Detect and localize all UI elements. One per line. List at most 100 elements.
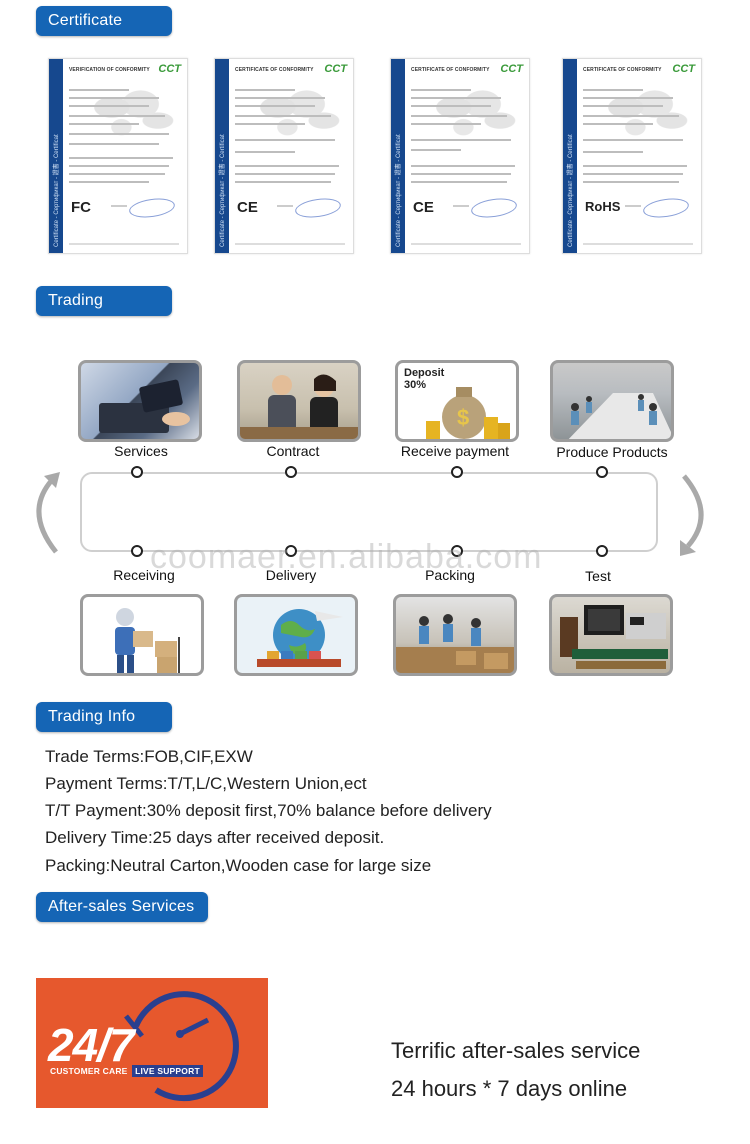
cert-text-line: [69, 97, 159, 99]
cert-strip-text: Certificate - Сертификат - 證書 - Certific…: [396, 134, 402, 247]
services-photo[interactable]: [78, 360, 202, 442]
step-label-receive-payment: Receive payment: [400, 443, 510, 459]
flow-node: [131, 545, 143, 557]
cct-logo: CCT: [324, 63, 347, 75]
certificate-section-tab: Certificate: [36, 6, 172, 36]
banner-247-text: 24/7: [48, 1019, 135, 1071]
cert-text-line: [235, 89, 295, 91]
step-label-test: Test: [585, 568, 611, 584]
trading-info-section-tab: Trading Info: [36, 702, 172, 732]
production-line-photo[interactable]: [550, 360, 674, 442]
after-sales-section-tab: After-sales Services: [36, 892, 208, 922]
cert-text-line: [69, 157, 173, 159]
clock-arc-icon: [124, 991, 239, 1102]
cert-text-line: [411, 115, 507, 117]
packing-photo[interactable]: [393, 594, 517, 676]
deposit-text: Deposit: [404, 367, 445, 379]
store-watermark: coomaer.en.alibaba.com: [150, 538, 543, 576]
signature-stamp: [127, 195, 177, 221]
world-map-watermark: [249, 81, 345, 147]
packing-line: Packing:Neutral Carton,Wooden case for l…: [45, 856, 432, 875]
delivery-man-illustration: [115, 608, 180, 673]
step-label-receiving: Receiving: [113, 567, 175, 583]
cert-text-line: [69, 173, 165, 175]
flow-node: [131, 466, 143, 478]
signature-stamp: [469, 195, 519, 221]
cct-logo: CCT: [500, 63, 523, 75]
cert-text-line: [235, 123, 305, 125]
cert-strip-text: Certificate - Сертификат - 證書 - Certific…: [568, 134, 574, 247]
cert-text-line: [235, 139, 335, 141]
fcc-certificate-image[interactable]: Certificate - Сертификат - 證書 - Certific…: [48, 58, 188, 254]
laptop-hands-illustration: [99, 379, 190, 433]
cert-text-line: [235, 165, 339, 167]
packing-workers-illustration: [396, 614, 514, 673]
banner-support-text: CUSTOMER CARE LIVE SUPPORT: [50, 1065, 203, 1077]
cert-text-line: [583, 89, 643, 91]
business-meeting-illustration: [240, 374, 358, 439]
cert-text-line: [69, 123, 139, 125]
cert-text-line: [235, 97, 325, 99]
cert-heading: CERTIFICATE OF CONFORMITY: [583, 67, 662, 73]
ce-certificate-image-2[interactable]: Certificate - Сертификат - 證書 - Certific…: [390, 58, 530, 254]
cert-strip-text: Certificate - Сертификат - 證書 - Certific…: [220, 134, 226, 247]
signature-label-line: [277, 205, 293, 207]
flow-node: [451, 545, 463, 557]
step-label-services: Services: [114, 443, 168, 459]
tt-payment-line: T/T Payment:30% deposit first,70% balanc…: [45, 801, 492, 820]
svg-text:$: $: [457, 405, 469, 430]
receiving-image[interactable]: [80, 594, 204, 676]
live-support-label: LIVE SUPPORT: [132, 1065, 203, 1077]
cert-text-line: [411, 173, 511, 175]
step-label-contract: Contract: [266, 443, 320, 459]
support-247-banner[interactable]: 24/7 CUSTOMER CARE LIVE SUPPORT: [36, 978, 268, 1108]
cert-side-strip: Certificate - Сертификат - 證書 - Certific…: [391, 59, 405, 253]
cert-text-line: [69, 165, 169, 167]
contract-photo[interactable]: [237, 360, 361, 442]
deposit-label: Deposit 30%: [404, 367, 444, 391]
fcc-mark: FC: [71, 199, 91, 216]
rohs-certificate-image[interactable]: Certificate - Сертификат - 證書 - Certific…: [562, 58, 702, 254]
signature-label-line: [453, 205, 469, 207]
cert-text-line: [411, 89, 471, 91]
globe-logistics-illustration: [257, 609, 343, 667]
testing-photo[interactable]: [549, 594, 673, 676]
cert-text-line: [69, 105, 149, 107]
cert-heading: VERIFICATION OF CONFORMITY: [69, 67, 150, 73]
test-equipment-illustration: [560, 605, 668, 669]
cert-text-line: [583, 115, 679, 117]
cert-strip-text: Certificate - Сертификат - 證書 - Certific…: [54, 134, 60, 247]
cert-text-line: [411, 165, 515, 167]
cert-text-line: [583, 105, 663, 107]
flow-node: [285, 466, 297, 478]
cert-text-line: [235, 115, 331, 117]
process-flow-loop: [80, 472, 658, 552]
cert-text-line: [583, 165, 687, 167]
cert-text-line: [235, 151, 295, 153]
world-map-watermark: [83, 81, 179, 147]
flow-node: [451, 466, 463, 478]
receive-payment-image[interactable]: Deposit 30% $: [395, 360, 519, 442]
ce-mark: CE: [413, 199, 434, 216]
cct-logo: CCT: [672, 63, 695, 75]
cert-side-strip: Certificate - Сертификат - 證書 - Certific…: [215, 59, 229, 253]
cert-footer-line: [235, 243, 345, 245]
flow-node: [596, 466, 608, 478]
step-label-delivery: Delivery: [265, 567, 317, 583]
cert-heading: CERTIFICATE OF CONFORMITY: [411, 67, 490, 73]
cert-text-line: [583, 173, 683, 175]
step-label-packing: Packing: [425, 567, 475, 583]
world-map-watermark: [597, 81, 693, 147]
cert-text-line: [583, 181, 679, 183]
money-bag-icon: $: [426, 387, 510, 439]
cert-text-line: [411, 123, 481, 125]
signature-stamp: [641, 195, 691, 221]
cert-side-strip: Certificate - Сертификат - 證書 - Certific…: [563, 59, 577, 253]
step-label-produce-products: Produce Products: [556, 444, 668, 460]
ce-certificate-image-1[interactable]: Certificate - Сертификат - 證書 - Certific…: [214, 58, 354, 254]
cert-text-line: [235, 173, 335, 175]
delivery-image[interactable]: [234, 594, 358, 676]
cct-logo: CCT: [158, 63, 181, 75]
cert-text-line: [69, 143, 159, 145]
curved-down-arrow-icon: [680, 474, 704, 556]
